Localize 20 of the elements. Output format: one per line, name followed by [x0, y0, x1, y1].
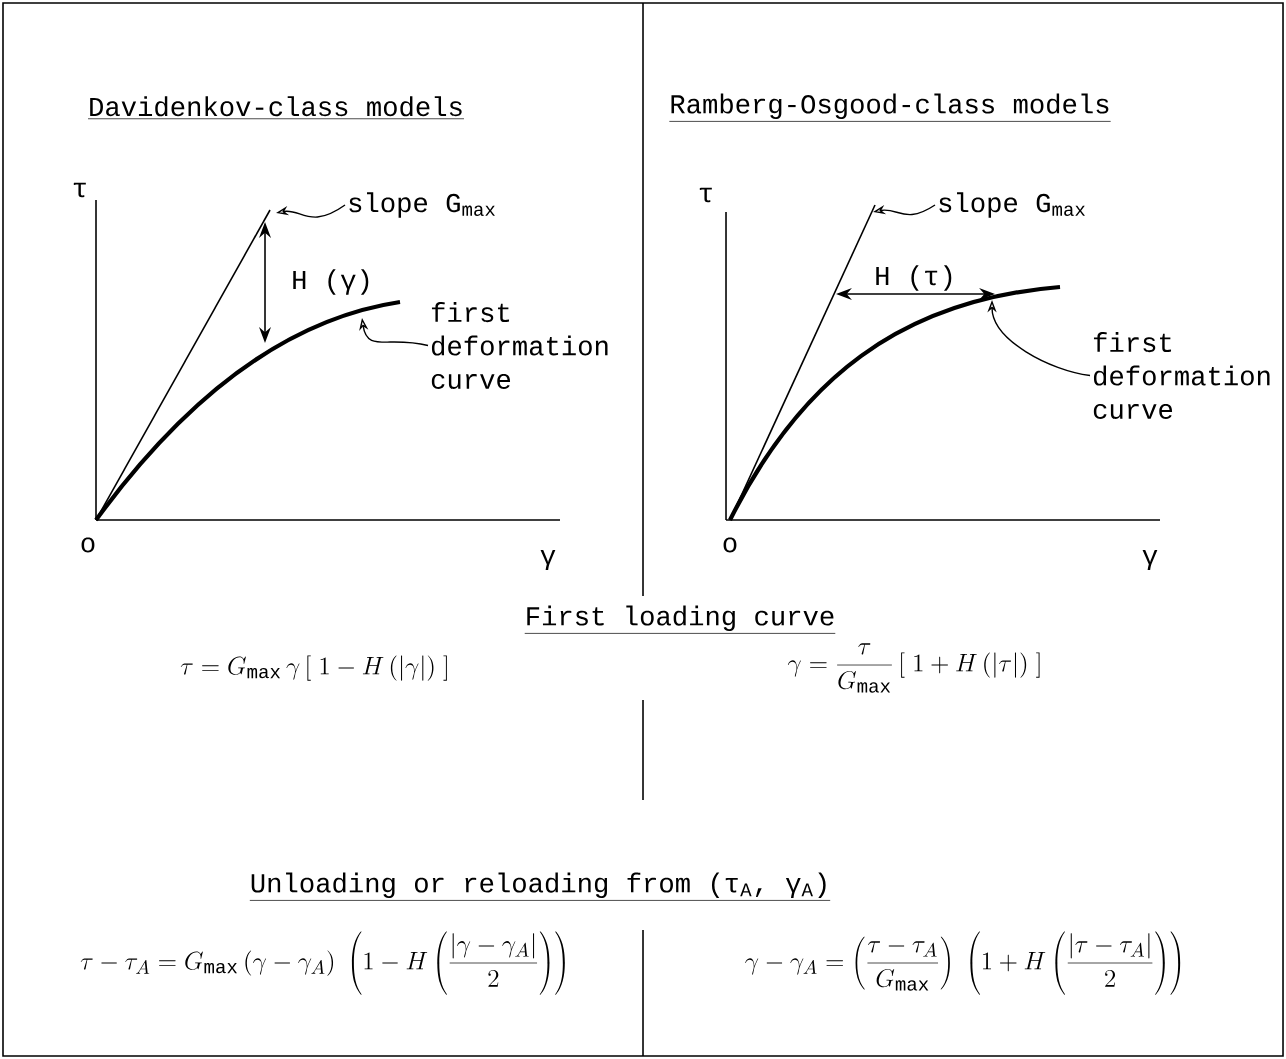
equation: $\gamma = \frac{\tau}{G_{\mathrm{max}}} \left[\; 1 + H\,(|\tau|) \;\right]$	[787, 643, 1040, 693]
equation: $\tau - \tau_A = G_{\mathrm{max}}\,(\gamma - \gamma_A)\;\left(1 - H\left(\frac{|\gamma - \gamma_A|}{2}\right)\right)$	[80, 931, 565, 995]
dimension-label: H (τ)	[876, 265, 952, 291]
annotation-label: slope G$_{max}$	[939, 192, 1085, 218]
curve-label: first deformation curve	[1093, 332, 1270, 419]
curve-label: first deformation curve	[431, 302, 608, 389]
axis-label: τ	[699, 187, 712, 203]
annotation-label: slope G$_{max}$	[349, 192, 495, 218]
panel-title: Davidenkov-class models	[87, 96, 465, 120]
section-heading: Unloading or reloading from (τ$_{A}$, γ$_{A}$)	[249, 872, 831, 901]
equation: $\tau = G_{\mathrm{max}}\,\gamma \left[\; 1 - H\,(|\gamma|) \;\right]$	[180, 655, 447, 681]
origin-label: o	[723, 537, 737, 553]
panel-title: Ramberg-Osgood-class models	[669, 93, 1111, 122]
equation: $\gamma - \gamma_A = \left(\frac{\tau - \tau_A}{G_{\mathrm{max}}}\right)\;\left(1 + H\left(\frac{|\tau - \tau_A|}{2}\right)\right)$	[745, 931, 1181, 995]
section-heading: First loading curve	[524, 605, 836, 634]
axis-label: τ	[73, 182, 86, 198]
axis-label: γ	[540, 550, 556, 571]
axis-label: γ	[1142, 550, 1158, 571]
dimension-label: H (γ)	[293, 269, 369, 295]
origin-label: o	[81, 537, 95, 553]
